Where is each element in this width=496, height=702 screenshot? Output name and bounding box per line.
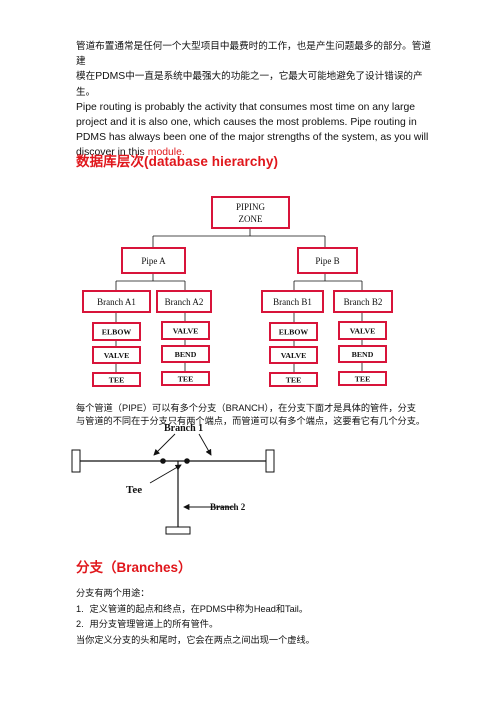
- intro-cn-line2b: 中一直是系统中最强大的功能之一，它最大可能地避免了设计错误的产生。: [76, 71, 423, 98]
- intro-cn-line2a: 模在: [76, 71, 96, 83]
- label-zone-line1: PIPING: [236, 202, 266, 212]
- box-a1-valve: [92, 346, 141, 364]
- pipe-end-bottom: [165, 526, 191, 535]
- label-a2-bend: BEND: [175, 350, 197, 359]
- list-item-1: 1. 定义管道的起点和终点，在PDMS中称为Head和Tail。: [76, 603, 309, 615]
- box-b1-valve: [269, 346, 318, 364]
- branch-diagram: Branch 1 Branch 2 Tee: [71, 423, 275, 535]
- label-b2-valve: VALVE: [350, 327, 376, 336]
- pipe-branch-paragraph: 每个管道（PIPE）可以有多个分支（BRANCH），在分支下面才是具体的管件，分…: [76, 402, 436, 429]
- box-b1-tee: [269, 372, 318, 387]
- label-b2-bend: BEND: [352, 350, 374, 359]
- para-pipe: PIPE: [121, 403, 143, 413]
- label-a2-tee: TEE: [178, 375, 194, 384]
- label-b1-elbow: ELBOW: [279, 328, 309, 337]
- label-b1-valve: VALVE: [281, 351, 307, 360]
- label-b2-tee: TEE: [355, 375, 371, 384]
- list-intro: 分支有两个用途：: [76, 588, 150, 599]
- intro-pdms: PDMS: [95, 71, 126, 83]
- pipe-end-left: [71, 449, 81, 473]
- intro-en-text: Pipe routing is probably the activity th…: [76, 101, 429, 159]
- box-b2-valve: [338, 321, 387, 340]
- hierarchy-boxes: [82, 196, 393, 387]
- label-a2-valve: VALVE: [173, 327, 199, 336]
- tee-node-right: [184, 458, 190, 464]
- heading-branches: 分支（Branches）: [76, 560, 192, 575]
- para-l1b: ）可以有多个分支（: [142, 403, 226, 414]
- hierarchy-labels: PIPING ZONE Pipe A Pipe B Branch A1 Bran…: [97, 202, 382, 385]
- box-branch-b1: [261, 290, 324, 313]
- arrow-branch1-left: [153, 433, 176, 456]
- label-tee: Tee: [126, 484, 142, 496]
- tee-node-left: [160, 458, 166, 464]
- pipe-end-right: [265, 449, 275, 473]
- box-branch-a2: [156, 290, 212, 313]
- box-b1-elbow: [269, 322, 318, 341]
- intro-cn-line1: 管道布置通常是任何一个大型项目中最费时的工作，也是产生问题最多的部分。管道建: [76, 41, 431, 68]
- box-piping-zone: [211, 196, 290, 229]
- label-branch2: Branch 2: [210, 502, 246, 512]
- box-b2-bend: [338, 345, 387, 363]
- arrow-branch1-right: [198, 433, 212, 456]
- heading-database-hierarchy: 数据库层次(database hierarchy): [76, 154, 279, 169]
- box-a1-elbow: [92, 322, 141, 341]
- box-branch-b2: [333, 290, 393, 313]
- para-l1c: ），在分支下面才是具体的管件，分支: [264, 403, 416, 414]
- box-pipe-a: [121, 247, 186, 274]
- arrow-tee: [149, 464, 182, 484]
- box-a2-tee: [161, 371, 210, 386]
- label-branch-a2: Branch A2: [165, 297, 204, 307]
- para-l1a: 每个管道（: [76, 403, 122, 414]
- box-branch-a1: [82, 290, 151, 313]
- box-a1-tee: [92, 372, 141, 387]
- label-pipe-a: Pipe A: [141, 256, 166, 266]
- label-a1-tee: TEE: [109, 376, 125, 385]
- label-branch1: Branch 1: [164, 423, 203, 434]
- label-a1-elbow: ELBOW: [102, 328, 132, 337]
- para-branch: BRANCH: [225, 403, 265, 413]
- label-a1-valve: VALVE: [104, 351, 130, 360]
- intro-paragraph: 管道布置通常是任何一个大型项目中最费时的工作，也是产生问题最多的部分。管道建 模…: [76, 39, 432, 161]
- box-pipe-b: [297, 247, 358, 274]
- box-a2-bend: [161, 345, 210, 363]
- box-b2-tee: [338, 371, 387, 386]
- label-branch-b2: Branch B2: [344, 297, 383, 307]
- label-branch-a1: Branch A1: [97, 297, 136, 307]
- label-b1-tee: TEE: [286, 376, 302, 385]
- list-note: 当你定义分支的头和尾时，它会在两点之间出现一个虚线。: [76, 634, 315, 646]
- label-zone-line2: ZONE: [239, 214, 263, 224]
- label-branch-b1: Branch B1: [273, 297, 312, 307]
- para-l2: 与管道的不同在于分支只有两个端点，而管道可以有多个端点，这要看它有几个分支。: [76, 416, 426, 428]
- branches-list: 分支有两个用途： 1. 定义管道的起点和终点，在PDMS中称为Head和Tail…: [76, 586, 436, 648]
- label-pipe-b: Pipe B: [315, 256, 339, 266]
- box-a2-valve: [161, 321, 210, 340]
- list-item-2: 2. 用分支管理管道上的所有管件。: [76, 619, 219, 631]
- intro-en-highlight: module.: [147, 147, 185, 159]
